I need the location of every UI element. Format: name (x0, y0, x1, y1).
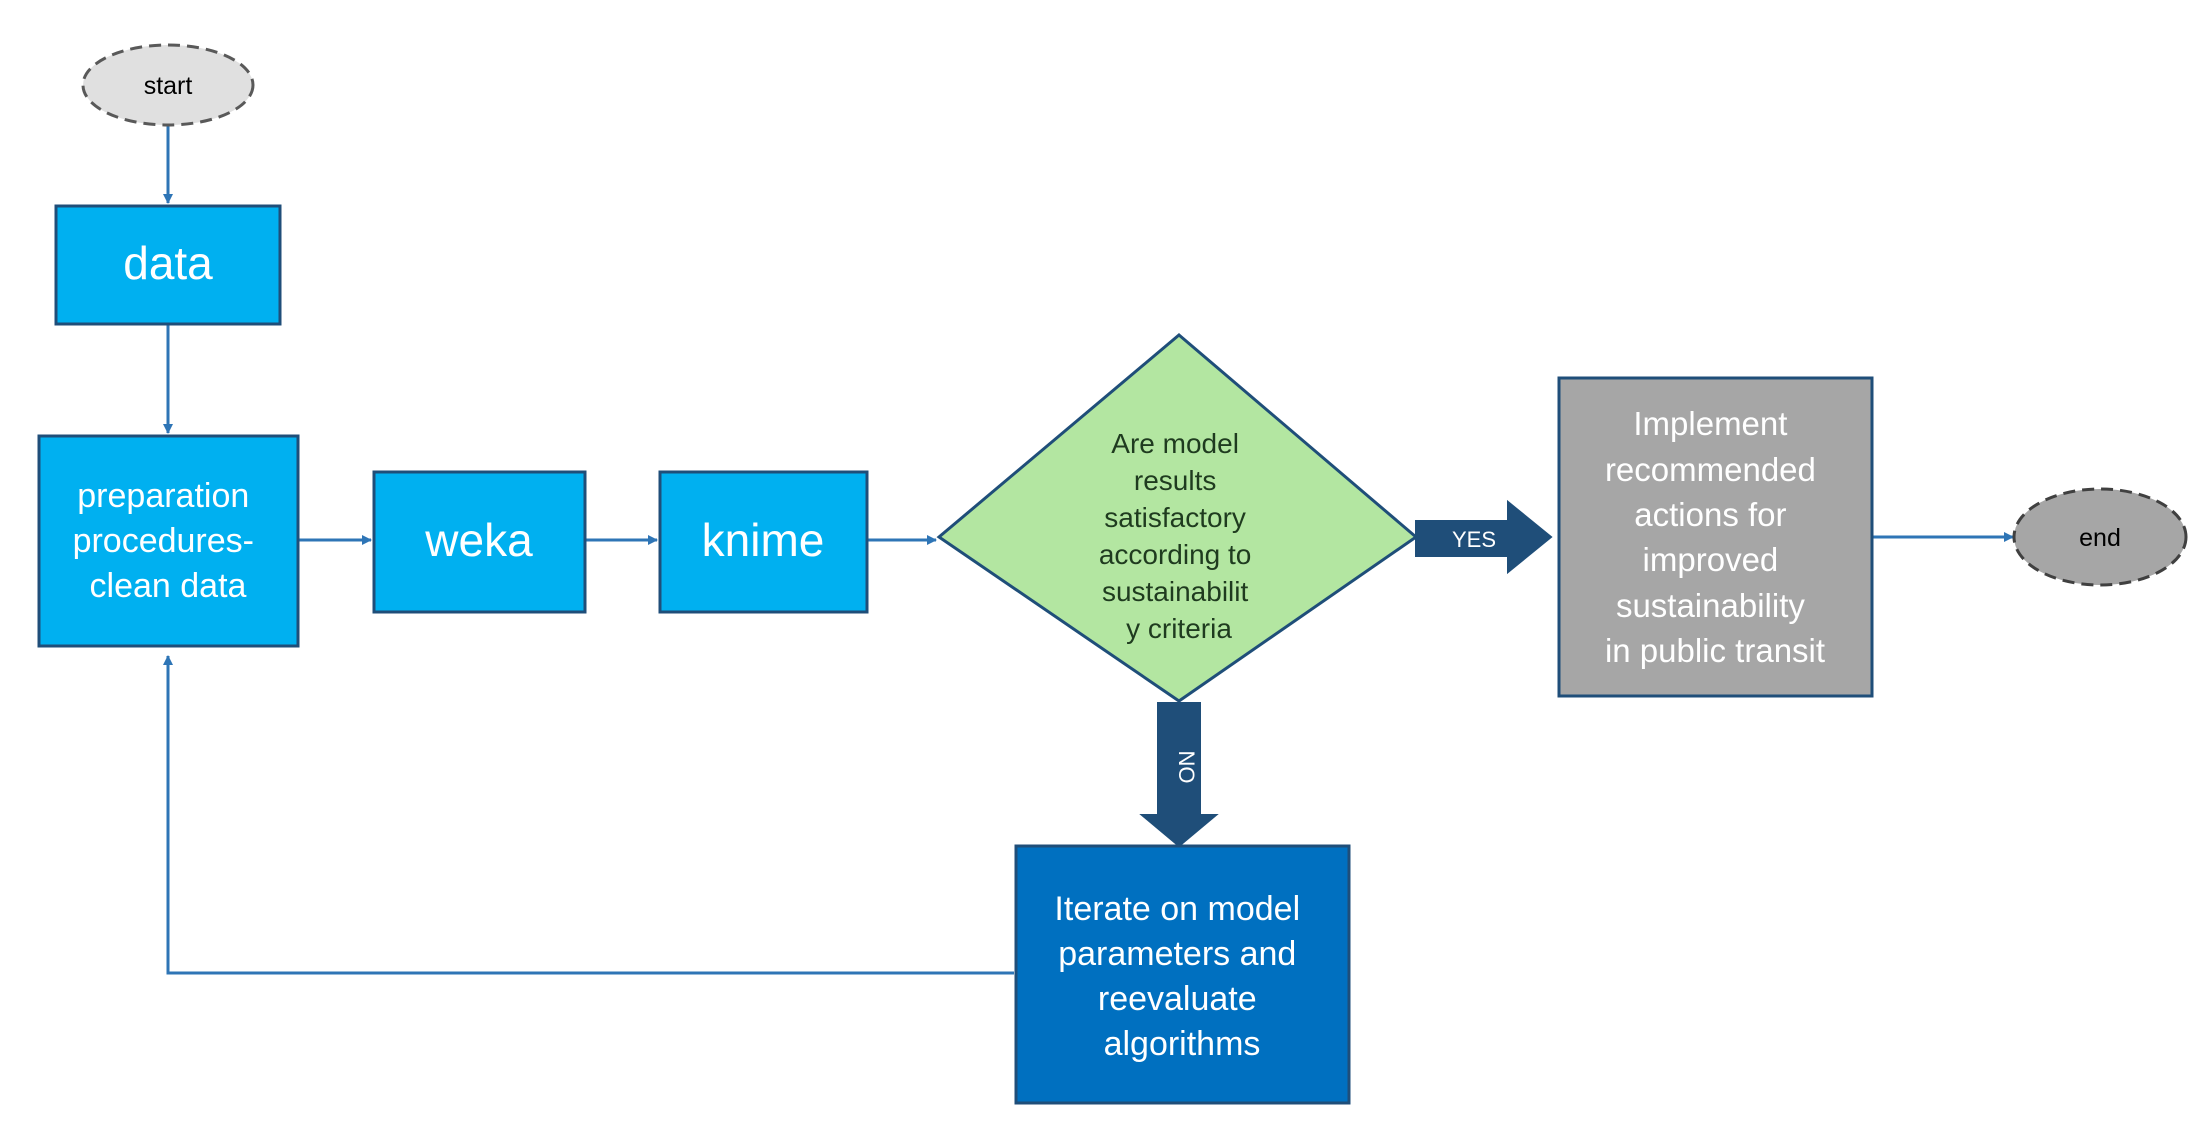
data-label: data (123, 237, 213, 289)
decision-line-2: results (1134, 465, 1216, 496)
weka-node: weka (372, 470, 587, 614)
svg-text:Iterate on model paramet: Iterate on model parameters and reevalua… (1054, 890, 1309, 1063)
knime-label: knime (702, 514, 825, 566)
decision-line-3: satisfactory (1104, 502, 1246, 533)
svg-text:preparation procedures-: preparation procedures- clean data (73, 477, 264, 605)
implement-line-1: Implement (1633, 405, 1787, 442)
iterate-line-4: algorithms (1104, 1025, 1261, 1063)
preparation-line-2: procedures- (73, 522, 254, 560)
decision-line-6: y criteria (1126, 613, 1232, 644)
implement-line-2: recommended (1605, 451, 1816, 488)
weka-label: weka (424, 514, 533, 566)
knime-node: knime (658, 470, 869, 614)
iterate-line-2: parameters and (1058, 935, 1296, 973)
no-arrow: NO (1139, 702, 1219, 848)
end-node: end (2012, 487, 2188, 587)
implement-node: Implement recommended actions for improv… (1557, 376, 1874, 698)
iterate-line-1: Iterate on model (1054, 890, 1300, 928)
implement-line-3: actions for (1634, 496, 1786, 533)
implement-line-5: sustainability (1616, 587, 1805, 624)
iterate-node: Iterate on model parameters and reevalua… (1014, 844, 1351, 1105)
edge-iterate-to-prep (163, 655, 1014, 975)
end-label: end (2079, 524, 2121, 552)
svg-text:Implement recommended: Implement recommended actions for improv… (1605, 405, 1825, 669)
yes-arrow: YES (1415, 499, 1553, 575)
decision-line-4: according to (1099, 539, 1252, 570)
start-label: start (144, 72, 193, 100)
decision-node: Are model results satisfactory according… (936, 333, 1419, 703)
connector-lines (163, 125, 2014, 975)
svg-text:Are model results: Are model results satisfactory according… (1099, 428, 1259, 644)
decision-line-5: sustainabilit (1102, 576, 1249, 607)
data-node: data (54, 204, 282, 326)
implement-line-6: in public transit (1605, 632, 1825, 669)
preparation-node: preparation procedures- clean data (37, 434, 300, 648)
preparation-line-1: preparation (77, 477, 249, 515)
yes-label: YES (1452, 527, 1496, 552)
start-node: start (81, 43, 255, 127)
implement-line-4: improved (1643, 541, 1779, 578)
no-label: NO (1174, 751, 1199, 784)
iterate-line-3: reevaluate (1098, 980, 1257, 1018)
preparation-line-3: clean data (90, 567, 247, 605)
decision-line-1: Are model (1111, 428, 1239, 459)
